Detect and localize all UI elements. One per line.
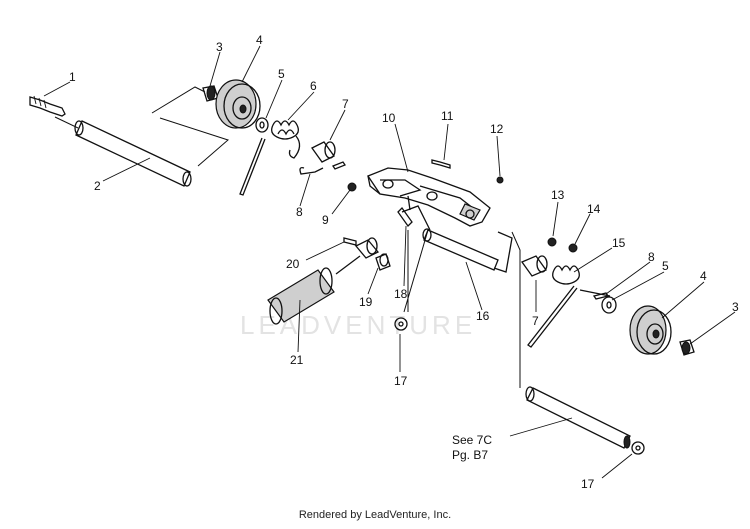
- part-20-bolt: [343, 237, 357, 246]
- part-7-sleeve-left: [311, 141, 336, 163]
- footer-credit: Rendered by LeadVenture, Inc.: [298, 509, 452, 521]
- part-17-washer-right: [631, 441, 645, 455]
- see-reference-line-1: See 7C: [452, 433, 492, 447]
- callout-3-left: 3: [216, 40, 223, 54]
- callout-21: 21: [290, 353, 304, 367]
- part-11-bolt: [431, 159, 451, 169]
- part-19-bushing: [375, 253, 391, 271]
- callout-15: 15: [612, 236, 626, 250]
- part-21-damper: [267, 237, 380, 325]
- part-4-idler-wheel-left: [215, 79, 261, 129]
- callout-20: 20: [286, 257, 300, 271]
- part-17-washer-lower: [394, 317, 408, 331]
- callout-labels: 1 2 3 4 5 6 7 8 9 10 11 12 13 14 15 8 5 …: [69, 33, 739, 491]
- callout-18: 18: [394, 287, 408, 301]
- callout-8-right: 8: [648, 250, 655, 264]
- callout-4-right: 4: [700, 269, 707, 283]
- see-reference-line-2: Pg. B7: [452, 448, 488, 462]
- part-16-cross-shaft: [401, 205, 513, 273]
- callout-2: 2: [94, 179, 101, 193]
- callout-17-right: 17: [581, 477, 595, 491]
- part-9-nut: [347, 182, 357, 192]
- part-1-bolt: [29, 95, 66, 117]
- callout-14: 14: [587, 202, 601, 216]
- part-5-washer-left: [255, 117, 269, 133]
- callout-1: 1: [69, 70, 76, 84]
- part-8-pin-left: [299, 161, 346, 175]
- callout-19: 19: [359, 295, 373, 309]
- part-3-bushing-left: [202, 85, 219, 102]
- part-7-sleeve-right: [521, 255, 548, 277]
- callout-7-right: 7: [532, 314, 539, 328]
- part-15-torsion-spring-right: [527, 265, 611, 348]
- part-6-torsion-spring-left: [239, 120, 301, 196]
- callout-8-left: 8: [296, 205, 303, 219]
- part-2-left-shaft: [74, 120, 192, 187]
- part-18-pin: [397, 206, 413, 228]
- callout-5-left: 5: [278, 67, 285, 81]
- part-5-washer-right: [601, 296, 617, 314]
- callout-9: 9: [322, 213, 329, 227]
- watermark-text: LEADVENTURE: [240, 310, 476, 340]
- part-4-idler-wheel-right: [629, 305, 672, 355]
- callout-16: 16: [476, 309, 490, 323]
- part-12-nut: [496, 176, 504, 184]
- part-14-nut: [568, 243, 578, 253]
- part-3-bushing-right: [679, 339, 695, 356]
- leader-lines: [43, 45, 736, 479]
- callout-7-left: 7: [342, 97, 349, 111]
- callout-6: 6: [310, 79, 317, 93]
- callout-13: 13: [551, 188, 565, 202]
- part-13-nut: [547, 237, 557, 247]
- callout-3-right: 3: [732, 300, 739, 314]
- callout-11: 11: [441, 109, 454, 123]
- lower-right-shaft: [525, 386, 631, 449]
- callout-5-right: 5: [662, 259, 669, 273]
- callout-12: 12: [490, 122, 504, 136]
- callout-10: 10: [382, 111, 396, 125]
- part-10-bracket-assembly: [367, 167, 491, 227]
- callout-4-left: 4: [256, 33, 263, 47]
- callout-17-lower: 17: [394, 374, 408, 388]
- part-8-pin-right: [592, 292, 610, 300]
